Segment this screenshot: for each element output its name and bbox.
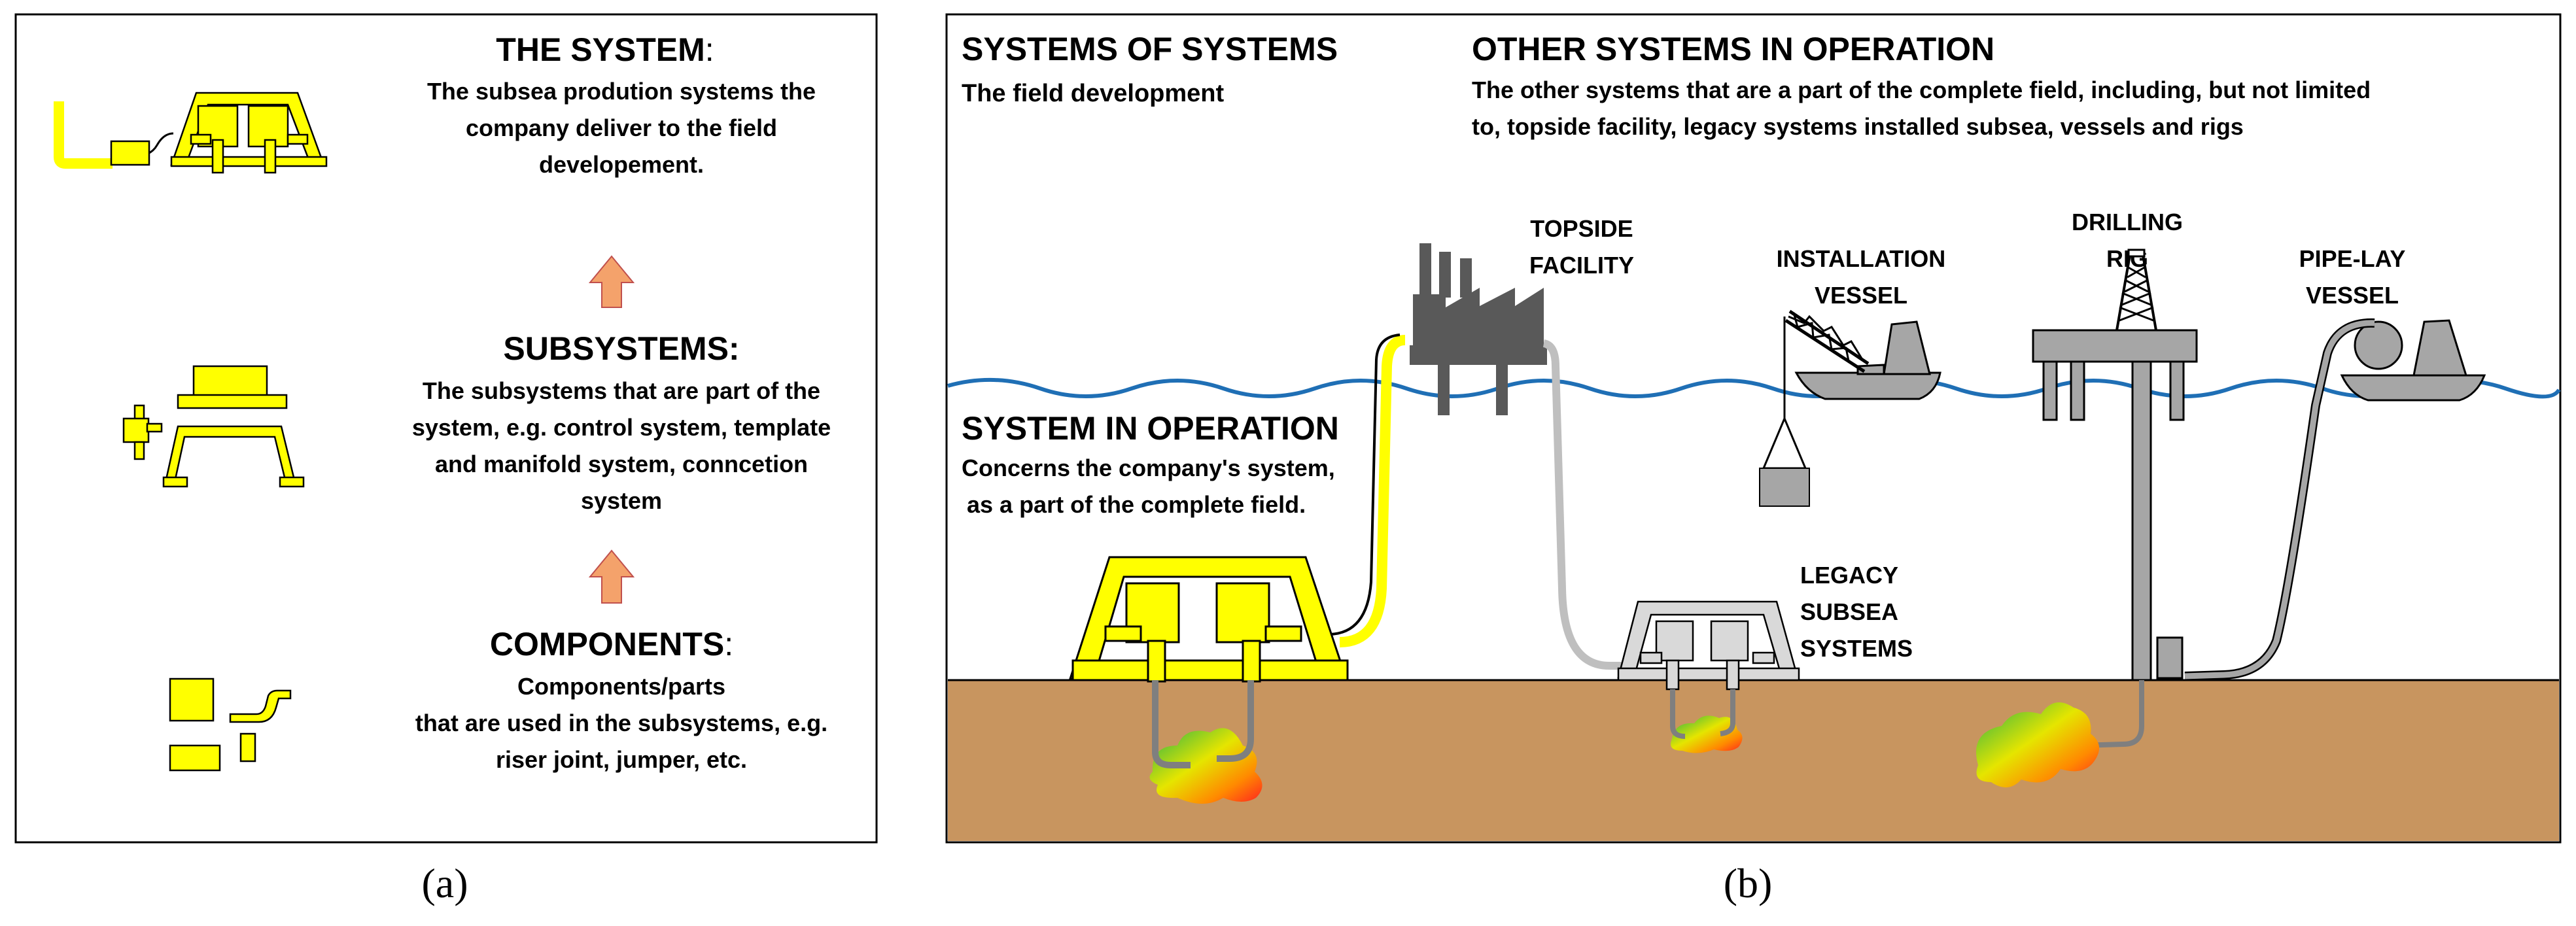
label-installation-1: INSTALLATION (1777, 245, 1946, 272)
subsystems-line-1: The subsystems that are part of the (423, 377, 820, 404)
the-system-line-1: The subsea prodution systems the (427, 78, 816, 105)
subsystems-line-2: system, e.g. control system, template (412, 414, 831, 441)
subsystems-icon (122, 365, 305, 488)
up-arrow-icon (588, 255, 635, 308)
other-systems-heading: OTHER SYSTEMS IN OPERATION (1472, 31, 1994, 67)
subsystems-line-4: system (581, 487, 662, 514)
drilling-rig-icon (2032, 249, 2198, 681)
installation-vessel-icon (1759, 309, 1941, 507)
systems-of-systems-heading: SYSTEMS OF SYSTEMS (962, 31, 1338, 67)
legacy-riser (1542, 339, 1635, 670)
well-pipe (1152, 680, 1191, 768)
components-line-3: riser joint, jumper, etc. (496, 746, 747, 773)
systems-of-systems-sub: The field development (962, 80, 1225, 107)
label-pipelay-2: VESSEL (2306, 282, 2399, 309)
well-pipe (2080, 680, 2144, 748)
system-in-operation-line-2: as a part of the complete field. (967, 491, 1306, 518)
reservoir-icon (1976, 702, 2100, 788)
panel-b: SYSTEMS OF SYSTEMS The field development… (945, 13, 2562, 906)
the-system-line-2: company deliver to the field (466, 114, 777, 141)
the-system-line-3: developement. (539, 151, 704, 178)
system-in-operation-heading: SYSTEM IN OPERATION (962, 410, 1339, 447)
reservoir-icon (1149, 728, 1262, 804)
up-arrow-icon (588, 549, 635, 604)
label-drilling-1: DRILLING (2072, 209, 2183, 235)
caption-a: (a) (421, 860, 468, 906)
water-surface (947, 377, 2561, 399)
label-pipelay-1: PIPE-LAY (2299, 245, 2406, 272)
riser-umbilical (1327, 334, 1401, 636)
other-systems-line-1: The other systems that are a part of the… (1472, 77, 2371, 103)
system-icon (54, 92, 328, 174)
other-systems-line-2: to, topside facility, legacy systems ins… (1472, 113, 2244, 140)
reservoir-icon (1671, 715, 1743, 753)
legacy-template-icon (1617, 600, 1800, 691)
well-pipe (1217, 680, 1254, 762)
company-template-icon (1068, 556, 1349, 683)
components-icon (169, 677, 292, 772)
well-pipe (1720, 689, 1735, 736)
well-pipe (1670, 689, 1686, 739)
label-installation-2: VESSEL (1815, 282, 1907, 309)
the-system-heading: THE SYSTEM: (496, 31, 714, 68)
label-legacy-1: LEGACY (1800, 562, 1898, 589)
system-in-operation-line-1: Concerns the company's system, (962, 454, 1335, 481)
caption-b: (b) (1724, 860, 1773, 906)
panel-a: THE SYSTEM: The subsea prodution systems… (14, 13, 878, 906)
components-line-2: that are used in the subsystems, e.g. (415, 710, 827, 736)
pipelay-vessel-icon (2156, 318, 2486, 681)
label-legacy-2: SUBSEA (1800, 598, 1898, 625)
company-riser (1339, 335, 1406, 647)
label-topside-2: FACILITY (1529, 252, 1634, 279)
subsystems-line-3: and manifold system, conncetion (435, 451, 808, 477)
subsystems-heading: SUBSYSTEMS: (503, 330, 739, 367)
components-heading: COMPONENTS: (490, 626, 733, 662)
label-topside-1: TOPSIDE (1530, 215, 1633, 242)
label-legacy-3: SYSTEMS (1800, 635, 1913, 662)
components-line-1: Components/parts (517, 673, 725, 700)
factory-icon (1410, 243, 1547, 415)
